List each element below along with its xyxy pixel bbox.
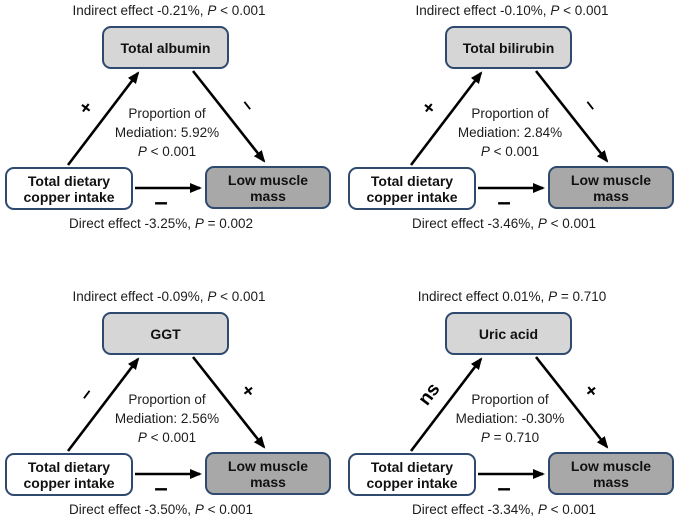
- direct-path-sign: –: [154, 189, 168, 216]
- indirect-effect-text: Indirect effect -0.09%, P < 0.001: [72, 289, 266, 304]
- outcome-box: Low muscle mass: [548, 452, 674, 495]
- arrow-exposure-to-mediator: [66, 357, 140, 452]
- exposure-box: Total dietary copper intake: [5, 453, 133, 496]
- proportion-of-mediation-text: Proportion of Mediation: -0.30% P = 0.71…: [455, 392, 565, 445]
- proportion-of-mediation-text: Proportion of Mediation: 2.56% P < 0.001: [114, 392, 220, 445]
- arrow-mediator-to-outcome: [191, 356, 266, 449]
- path-arrows: [409, 356, 609, 479]
- indirect-effect-text: Indirect effect -0.10%, P < 0.001: [415, 3, 609, 18]
- mediator-box: Total albumin: [102, 26, 229, 69]
- path-arrows: [66, 70, 266, 193]
- arrow-exposure-to-mediator: [409, 71, 483, 166]
- direct-path-sign: –: [154, 475, 168, 502]
- arrow-mediator-to-outcome: [534, 70, 609, 163]
- exposure-box: Total dietary copper intake: [348, 167, 476, 210]
- proportion-of-mediation-text: Proportion of Mediation: 2.84% P < 0.001: [457, 106, 563, 159]
- proportion-of-mediation-text: Proportion of Mediation: 5.92% P < 0.001: [114, 106, 220, 159]
- direct-effect-text: Direct effect -3.25%, P = 0.002: [69, 216, 253, 231]
- outcome-box: Low muscle mass: [205, 452, 331, 495]
- mediator-box: Uric acid: [445, 312, 572, 355]
- outcome-box: Low muscle mass: [205, 166, 331, 209]
- panel-ggt: Indirect effect -0.09%, P < 0.001 GGT To…: [0, 289, 342, 519]
- direct-effect-text: Direct effect -3.34%, P < 0.001: [412, 502, 596, 517]
- path-arrows: [409, 70, 609, 193]
- arrow-mediator-to-outcome: [191, 70, 266, 163]
- mediator-box: GGT: [102, 312, 229, 355]
- direct-effect-text: Direct effect -3.50%, P < 0.001: [69, 502, 253, 517]
- direct-effect-text: Direct effect -3.46%, P < 0.001: [412, 216, 596, 231]
- exposure-box: Total dietary copper intake: [5, 167, 133, 210]
- panel-total-albumin: Indirect effect -0.21%, P < 0.001 Total …: [0, 3, 342, 233]
- arrow-exposure-to-mediator: [66, 71, 140, 166]
- mediator-box: Total bilirubin: [445, 26, 572, 69]
- indirect-effect-text: Indirect effect -0.21%, P < 0.001: [72, 3, 266, 18]
- panel-total-bilirubin: Indirect effect -0.10%, P < 0.001 Total …: [343, 3, 685, 233]
- direct-path-sign: –: [497, 189, 511, 216]
- arrow-mediator-to-outcome: [534, 356, 609, 449]
- panel-uric-acid: Indirect effect 0.01%, P = 0.710 Uric ac…: [343, 289, 685, 519]
- indirect-effect-text: Indirect effect 0.01%, P = 0.710: [417, 289, 607, 304]
- direct-path-sign: –: [497, 475, 511, 502]
- outcome-box: Low muscle mass: [548, 166, 674, 209]
- path-arrows: [66, 356, 266, 479]
- arrow-exposure-to-mediator: [409, 357, 483, 452]
- exposure-box: Total dietary copper intake: [348, 453, 476, 496]
